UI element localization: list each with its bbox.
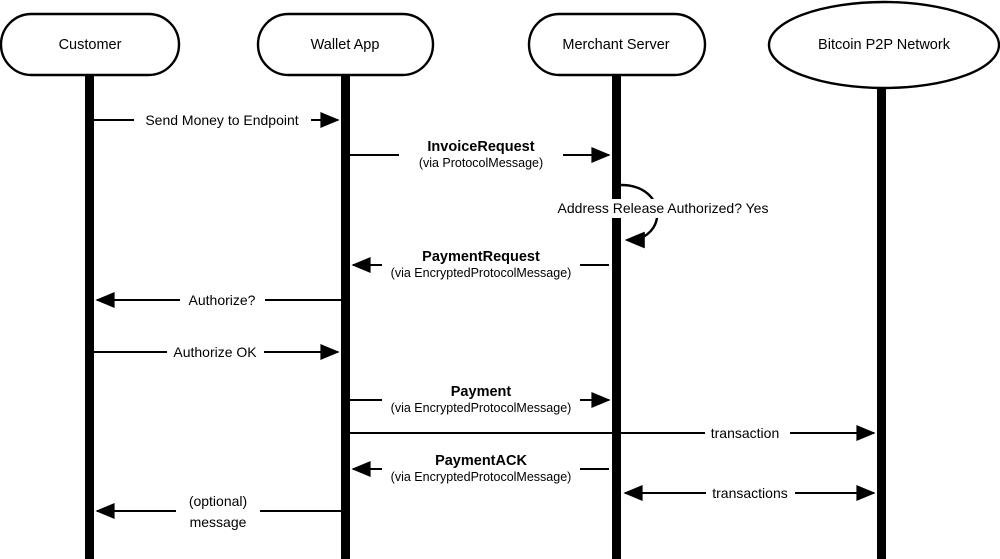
message-payment-request-label: PaymentRequest	[422, 249, 540, 265]
message-optional-message-sublabel: message	[190, 514, 247, 530]
actor-bitcoin-label: Bitcoin P2P Network	[818, 37, 951, 53]
message-send-money-label-bg	[134, 109, 311, 130]
message-payment-ack-label-bg	[382, 458, 580, 480]
message-payment-label-bg	[382, 389, 580, 411]
message-authorize-ok-label: Authorize OK	[173, 344, 257, 360]
message-payment-sublabel: (via EncryptedProtocolMessage)	[391, 401, 572, 415]
lifelines-layer	[85, 72, 886, 559]
message-send-money-label: Send Money to Endpoint	[145, 112, 298, 128]
message-payment-ack[interactable]: PaymentACK (via EncryptedProtocolMessage…	[351, 453, 609, 484]
actor-merchant-shape	[527, 12, 707, 77]
message-payment-ack-sublabel: (via EncryptedProtocolMessage)	[391, 470, 572, 484]
message-authorize-query-label-bg	[180, 289, 265, 310]
message-authorize-ok[interactable]: Authorize OK	[94, 341, 340, 362]
message-payment-request-label-bg	[382, 254, 580, 276]
message-transaction-label-bg	[705, 422, 790, 443]
message-send-money[interactable]: Send Money to Endpoint	[94, 109, 340, 130]
actor-customer-shape	[0, 12, 181, 77]
lifeline-bitcoin	[877, 84, 886, 559]
lifeline-customer	[85, 72, 94, 559]
actor-bitcoin-shape	[767, 0, 1000, 90]
message-transactions[interactable]: transactions	[623, 482, 876, 503]
message-transaction-label: transaction	[711, 425, 779, 441]
message-address-release-label: Address Release Authorized? Yes	[558, 200, 769, 216]
actor-merchant-label: Merchant Server	[562, 37, 669, 53]
message-authorize-query[interactable]: Authorize?	[95, 289, 341, 310]
actor-merchant[interactable]: Merchant Server	[527, 12, 707, 77]
message-address-release-label-bg	[553, 199, 774, 218]
lifeline-wallet	[341, 72, 350, 559]
actor-customer-label: Customer	[59, 37, 122, 53]
message-transaction[interactable]: transaction	[350, 422, 876, 443]
message-payment-request[interactable]: PaymentRequest (via EncryptedProtocolMes…	[351, 249, 609, 280]
message-optional-message[interactable]: (optional) message	[95, 490, 341, 532]
message-address-release[interactable]: Address Release Authorized? Yes	[553, 183, 774, 249]
message-payment[interactable]: Payment (via EncryptedProtocolMessage)	[350, 384, 611, 415]
lifeline-merchant	[612, 72, 621, 559]
message-invoice-request-sublabel: (via ProtocolMessage)	[419, 156, 543, 170]
message-payment-request-sublabel: (via EncryptedProtocolMessage)	[391, 266, 572, 280]
message-authorize-query-label: Authorize?	[189, 292, 256, 308]
actor-bitcoin[interactable]: Bitcoin P2P Network	[767, 0, 1000, 90]
actor-wallet-shape	[256, 12, 435, 77]
message-optional-message-label: (optional)	[189, 493, 247, 509]
actor-customer[interactable]: Customer	[0, 12, 181, 77]
message-invoice-request-label-bg	[399, 144, 563, 166]
actor-wallet-label: Wallet App	[311, 37, 380, 53]
message-invoice-request-label: InvoiceRequest	[427, 139, 534, 155]
message-transactions-label-bg	[706, 482, 795, 503]
message-transactions-label: transactions	[712, 485, 787, 501]
actor-wallet[interactable]: Wallet App	[256, 12, 435, 77]
message-authorize-ok-label-bg	[167, 341, 264, 362]
message-optional-message-label-bg	[176, 490, 260, 532]
message-payment-label: Payment	[451, 384, 512, 400]
message-invoice-request[interactable]: InvoiceRequest (via ProtocolMessage)	[350, 139, 611, 170]
message-payment-ack-label: PaymentACK	[435, 453, 527, 469]
